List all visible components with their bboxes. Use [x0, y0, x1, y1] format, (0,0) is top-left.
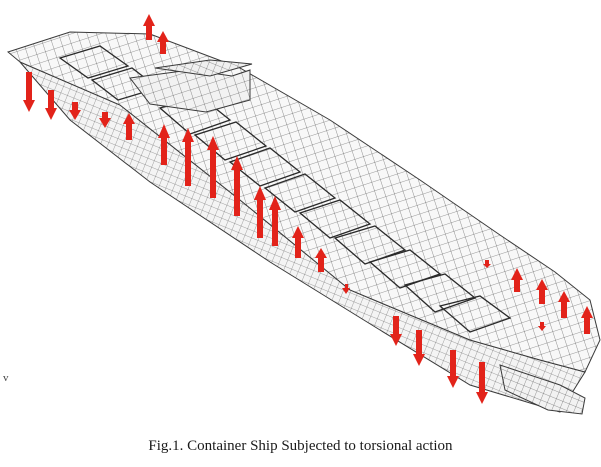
- arrow-down-3: [69, 102, 81, 120]
- arrow-up-4: [182, 128, 194, 186]
- arrow-down-8: [476, 362, 488, 404]
- edge-mark: v: [3, 372, 9, 384]
- superstructure: [129, 59, 253, 113]
- figure-caption: Fig.1. Container Ship Subjected to torsi…: [148, 438, 453, 454]
- arrow-up-10: [315, 248, 327, 272]
- arrow-up-8: [269, 196, 281, 246]
- arrow-up-15: [123, 113, 135, 140]
- arrow-up-5: [207, 136, 219, 198]
- arrow-up-11: [511, 268, 523, 292]
- ship-hull-mesh: [6, 31, 601, 415]
- arrow-up-3: [158, 124, 170, 165]
- arrow-down-7: [447, 350, 459, 388]
- arrow-up-14: [581, 306, 593, 334]
- arrow-up-12: [536, 279, 548, 304]
- arrow-down-2: [45, 90, 57, 120]
- arrow-up-7: [254, 186, 266, 238]
- arrow-up-13: [558, 291, 570, 318]
- arrow-down-10: [483, 260, 491, 268]
- arrow-up-6: [231, 156, 243, 216]
- arrow-up-1: [143, 14, 155, 40]
- torsion-arrows: [23, 14, 593, 404]
- arrow-down-9: [342, 284, 350, 294]
- arrow-up-2: [157, 31, 169, 54]
- arrow-down-5: [390, 316, 402, 346]
- arrow-down-4: [99, 112, 111, 128]
- arrow-down-1: [23, 72, 35, 112]
- arrow-down-11: [538, 322, 546, 331]
- arrow-up-9: [292, 226, 304, 258]
- arrow-down-6: [413, 330, 425, 366]
